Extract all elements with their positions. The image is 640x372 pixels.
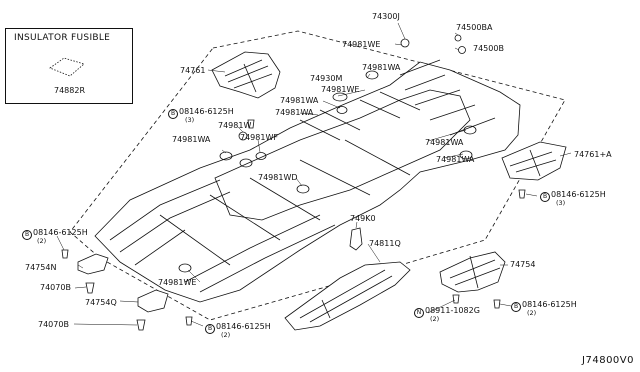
inset-frame xyxy=(5,28,133,104)
side-sill-left xyxy=(109,179,231,266)
clip-74500ba xyxy=(454,34,462,42)
callout-qty: (3) xyxy=(556,199,566,207)
label-74754n: 74754N xyxy=(25,263,57,272)
label-74981wa-1: 74981WA xyxy=(362,63,401,72)
circle-letter: B xyxy=(540,192,550,202)
pad-74981wa-2 xyxy=(365,70,379,80)
label-74070b-1: 74070B xyxy=(40,283,71,292)
clip-74500b xyxy=(458,46,466,54)
circle-letter: N xyxy=(414,308,424,318)
assembly-boundary xyxy=(69,30,566,321)
seat-rails xyxy=(299,91,421,141)
inset-title: INSULATOR FUSIBLE xyxy=(14,33,111,43)
pad-74981wd xyxy=(296,184,310,194)
callout-code: 08146-6125H xyxy=(216,322,271,331)
cover-74754n xyxy=(77,253,109,275)
insulator-fusible-pad xyxy=(49,57,85,77)
label-74500b: 74500B xyxy=(473,44,504,53)
label-74981we-top: 74981WE xyxy=(342,40,381,49)
pad-74981w xyxy=(239,158,253,168)
label-74882r: 74882R xyxy=(54,86,86,95)
leader-lines xyxy=(56,22,572,327)
pad-74981wa-3 xyxy=(463,125,477,135)
bolt-b-3 xyxy=(61,249,69,259)
callout-code: 08146-6125H xyxy=(522,300,577,309)
callout-code: 08146-6125H xyxy=(33,228,88,237)
callout-qty: (2) xyxy=(37,237,47,245)
label-74981wf: 74981WF xyxy=(240,133,278,142)
cover-74754q xyxy=(137,289,169,313)
label-74070b-2: 74070B xyxy=(38,320,69,329)
callout-qty: (3) xyxy=(185,116,195,124)
circle-letter: B xyxy=(22,230,32,240)
label-74500ba: 74500BA xyxy=(456,23,493,32)
label-74981wa-2: 74981WA xyxy=(280,96,319,105)
label-74981we-mid: 74981WE xyxy=(321,85,360,94)
bolt-b-4 xyxy=(185,316,193,326)
label-749k0: 749K0 xyxy=(350,214,376,223)
circle-letter: B xyxy=(168,109,178,119)
label-74981wa-5: 74981WA xyxy=(425,138,464,147)
callout-code: 08146-6125H xyxy=(179,107,234,116)
pad-74981wa-1 xyxy=(219,151,233,161)
label-74930m: 74930M xyxy=(310,74,343,83)
callout-qty: (2) xyxy=(527,309,537,317)
plug-74300j xyxy=(400,38,410,48)
pad-74981wf xyxy=(255,152,267,160)
callout-qty: (2) xyxy=(221,331,231,339)
cross-members xyxy=(159,139,411,266)
clip-74070b-1 xyxy=(85,282,95,294)
label-74811q: 74811Q xyxy=(369,239,401,248)
bolt-n xyxy=(452,294,460,304)
under-cover-74811q xyxy=(284,261,411,331)
circle-letter: B xyxy=(205,324,215,334)
bracket-749k0 xyxy=(349,227,363,251)
diagram-reference-code: J74800V0 xyxy=(582,355,634,366)
bolt-b-2 xyxy=(518,189,526,199)
label-74754q: 74754Q xyxy=(85,298,117,307)
rear-floor-ribs xyxy=(399,59,496,136)
label-74981w: 74981W xyxy=(218,121,252,130)
pad-74981we-low xyxy=(178,263,192,273)
tunnel xyxy=(214,89,471,221)
label-74754: 74754 xyxy=(510,260,536,269)
label-74981wa-4: 74981WA xyxy=(172,135,211,144)
circle-letter: B xyxy=(511,302,521,312)
label-74981wa-6: 74981WA xyxy=(436,155,475,164)
floor-panel xyxy=(94,61,521,303)
label-74300j: 74300J xyxy=(372,12,400,21)
label-74761a: 74761+A xyxy=(574,150,612,159)
pad-74930m xyxy=(332,92,348,102)
callout-code: 08911-1082G xyxy=(425,306,480,315)
side-sill-right xyxy=(184,214,336,293)
pad-74981we xyxy=(336,106,348,114)
side-cover-74754 xyxy=(439,251,506,293)
label-74761: 74761 xyxy=(180,66,206,75)
label-74981we-low: 74981WE xyxy=(158,278,197,287)
pad-74981wa-4 xyxy=(459,150,473,160)
bolt-b-1 xyxy=(247,119,255,129)
callout-qty: (2) xyxy=(430,315,440,323)
label-74981wa-3: 74981WA xyxy=(275,108,314,117)
label-74981wd: 74981WD xyxy=(258,173,298,182)
bolt-b-5 xyxy=(493,299,501,309)
clip-74070b-2 xyxy=(136,319,146,331)
callout-code: 08146-6125H xyxy=(551,190,606,199)
